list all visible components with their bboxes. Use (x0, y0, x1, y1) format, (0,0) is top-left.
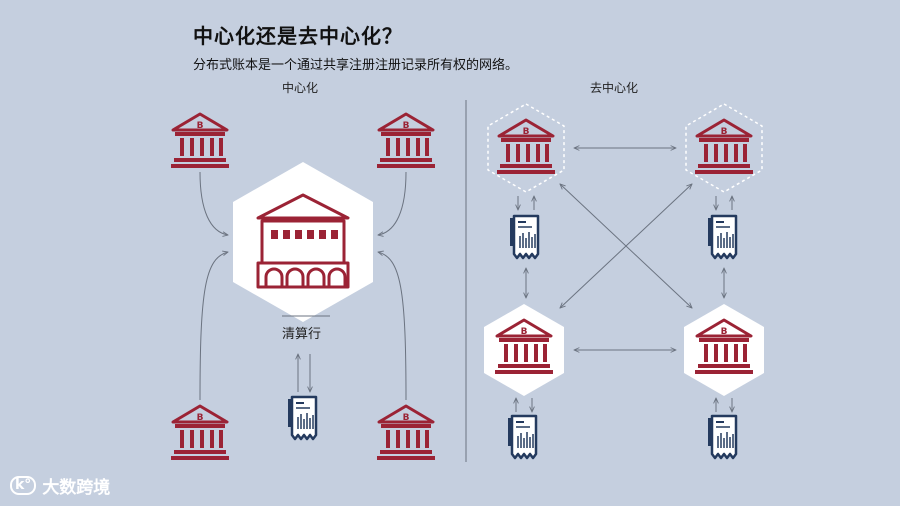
clearing-house-icon (256, 193, 350, 289)
ledger-icon-bottom-left (506, 414, 538, 460)
decentralized-label: 去中心化 (590, 81, 639, 95)
watermark: k° 大数跨境 (10, 473, 110, 498)
node-hexagon-top-right (685, 103, 763, 193)
bank-icon-bottom-right (375, 404, 437, 462)
node-bank-icon-top-right (693, 118, 755, 176)
clearing-house-label: 清算行 (282, 327, 322, 342)
centralized-label: 中心化 (282, 81, 319, 95)
arrow-bl-to-center (199, 252, 228, 401)
arrow-tr-to-center (378, 171, 407, 235)
ledger-icon-bottom-right (706, 414, 738, 460)
watermark-text: 大数跨境 (42, 478, 111, 498)
node-bank-icon-top-left (495, 118, 557, 176)
diagram-subtitle: 分布式账本是一个通过共享注册注册记录所有权的网络。 (193, 58, 519, 73)
link-diagonal-2 (560, 184, 692, 308)
bank-icon-bottom-left (169, 404, 231, 462)
clearing-house-hexagon (233, 162, 373, 322)
bank-icon-top-right (375, 112, 437, 170)
ledger-icon-top-right (706, 214, 738, 260)
node-hexagon-top-left (487, 103, 565, 193)
clearing-ledger-icon (286, 395, 318, 441)
arrow-tl-to-center (199, 171, 228, 235)
watermark-logo-icon: k° (10, 476, 37, 495)
bank-icon-top-left (169, 112, 231, 170)
ledger-icon-top-left (508, 214, 540, 260)
arrow-br-to-center (378, 252, 407, 401)
diagram-title: 中心化还是去中心化？ (193, 24, 403, 48)
